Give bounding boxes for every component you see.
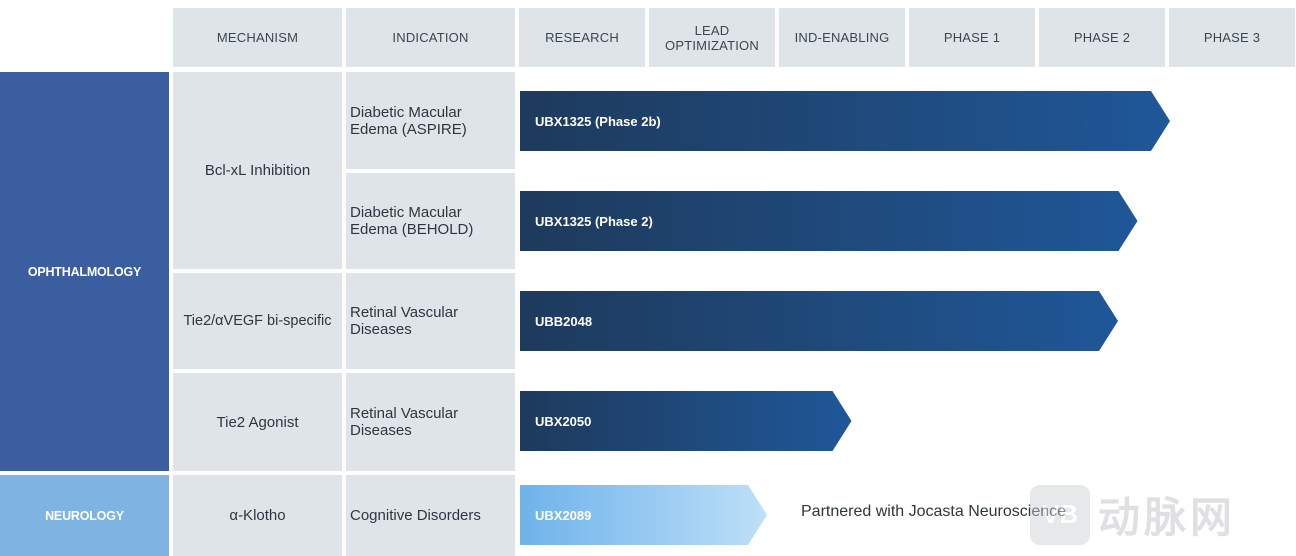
- mechanism-klotho: α-Klotho: [173, 475, 342, 556]
- program-bar: UBX2050: [520, 391, 852, 451]
- mechanism-tie2-vegf: Tie2/αVEGF bi-specific: [173, 273, 342, 369]
- indication-row-3: Retinal Vascular Diseases: [346, 273, 515, 369]
- column-header-indication: INDICATION: [346, 8, 515, 67]
- program-bar: UBB2048: [520, 291, 1118, 351]
- column-header-lead-optimization: LEAD OPTIMIZATION: [649, 8, 775, 67]
- column-header-mechanism: MECHANISM: [173, 8, 342, 67]
- program-bar: UBX2089: [520, 485, 767, 545]
- column-header-ind-enabling: IND-ENABLING: [779, 8, 905, 67]
- indication-row-4: Retinal Vascular Diseases: [346, 373, 515, 471]
- column-header-phase-3: PHASE 3: [1169, 8, 1295, 67]
- watermark-text: 动脉网: [1098, 494, 1237, 541]
- watermark: VB 动脉网: [1030, 484, 1236, 545]
- mechanism-tie2-agonist: Tie2 Agonist: [173, 373, 342, 471]
- indication-row-5: Cognitive Disorders: [346, 475, 515, 556]
- area-neurology: NEUROLOGY: [0, 475, 169, 556]
- program-bar: UBX1325 (Phase 2): [520, 191, 1138, 251]
- column-header-research: RESEARCH: [519, 8, 645, 67]
- indication-row-2: Diabetic Macular Edema (BEHOLD): [346, 173, 515, 269]
- area-ophthalmology: OPHTHALMOLOGY: [0, 72, 169, 471]
- column-header-phase-2: PHASE 2: [1039, 8, 1165, 67]
- mechanism-bcl-xl: Bcl-xL Inhibition: [173, 72, 342, 269]
- program-bar: UBX1325 (Phase 2b): [520, 91, 1170, 151]
- partnership-note: Partnered with Jocasta Neuroscience: [801, 503, 1067, 520]
- watermark-logo-icon: VB: [1030, 484, 1090, 545]
- column-header-phase-1: PHASE 1: [909, 8, 1035, 67]
- indication-row-1: Diabetic Macular Edema (ASPIRE): [346, 72, 515, 169]
